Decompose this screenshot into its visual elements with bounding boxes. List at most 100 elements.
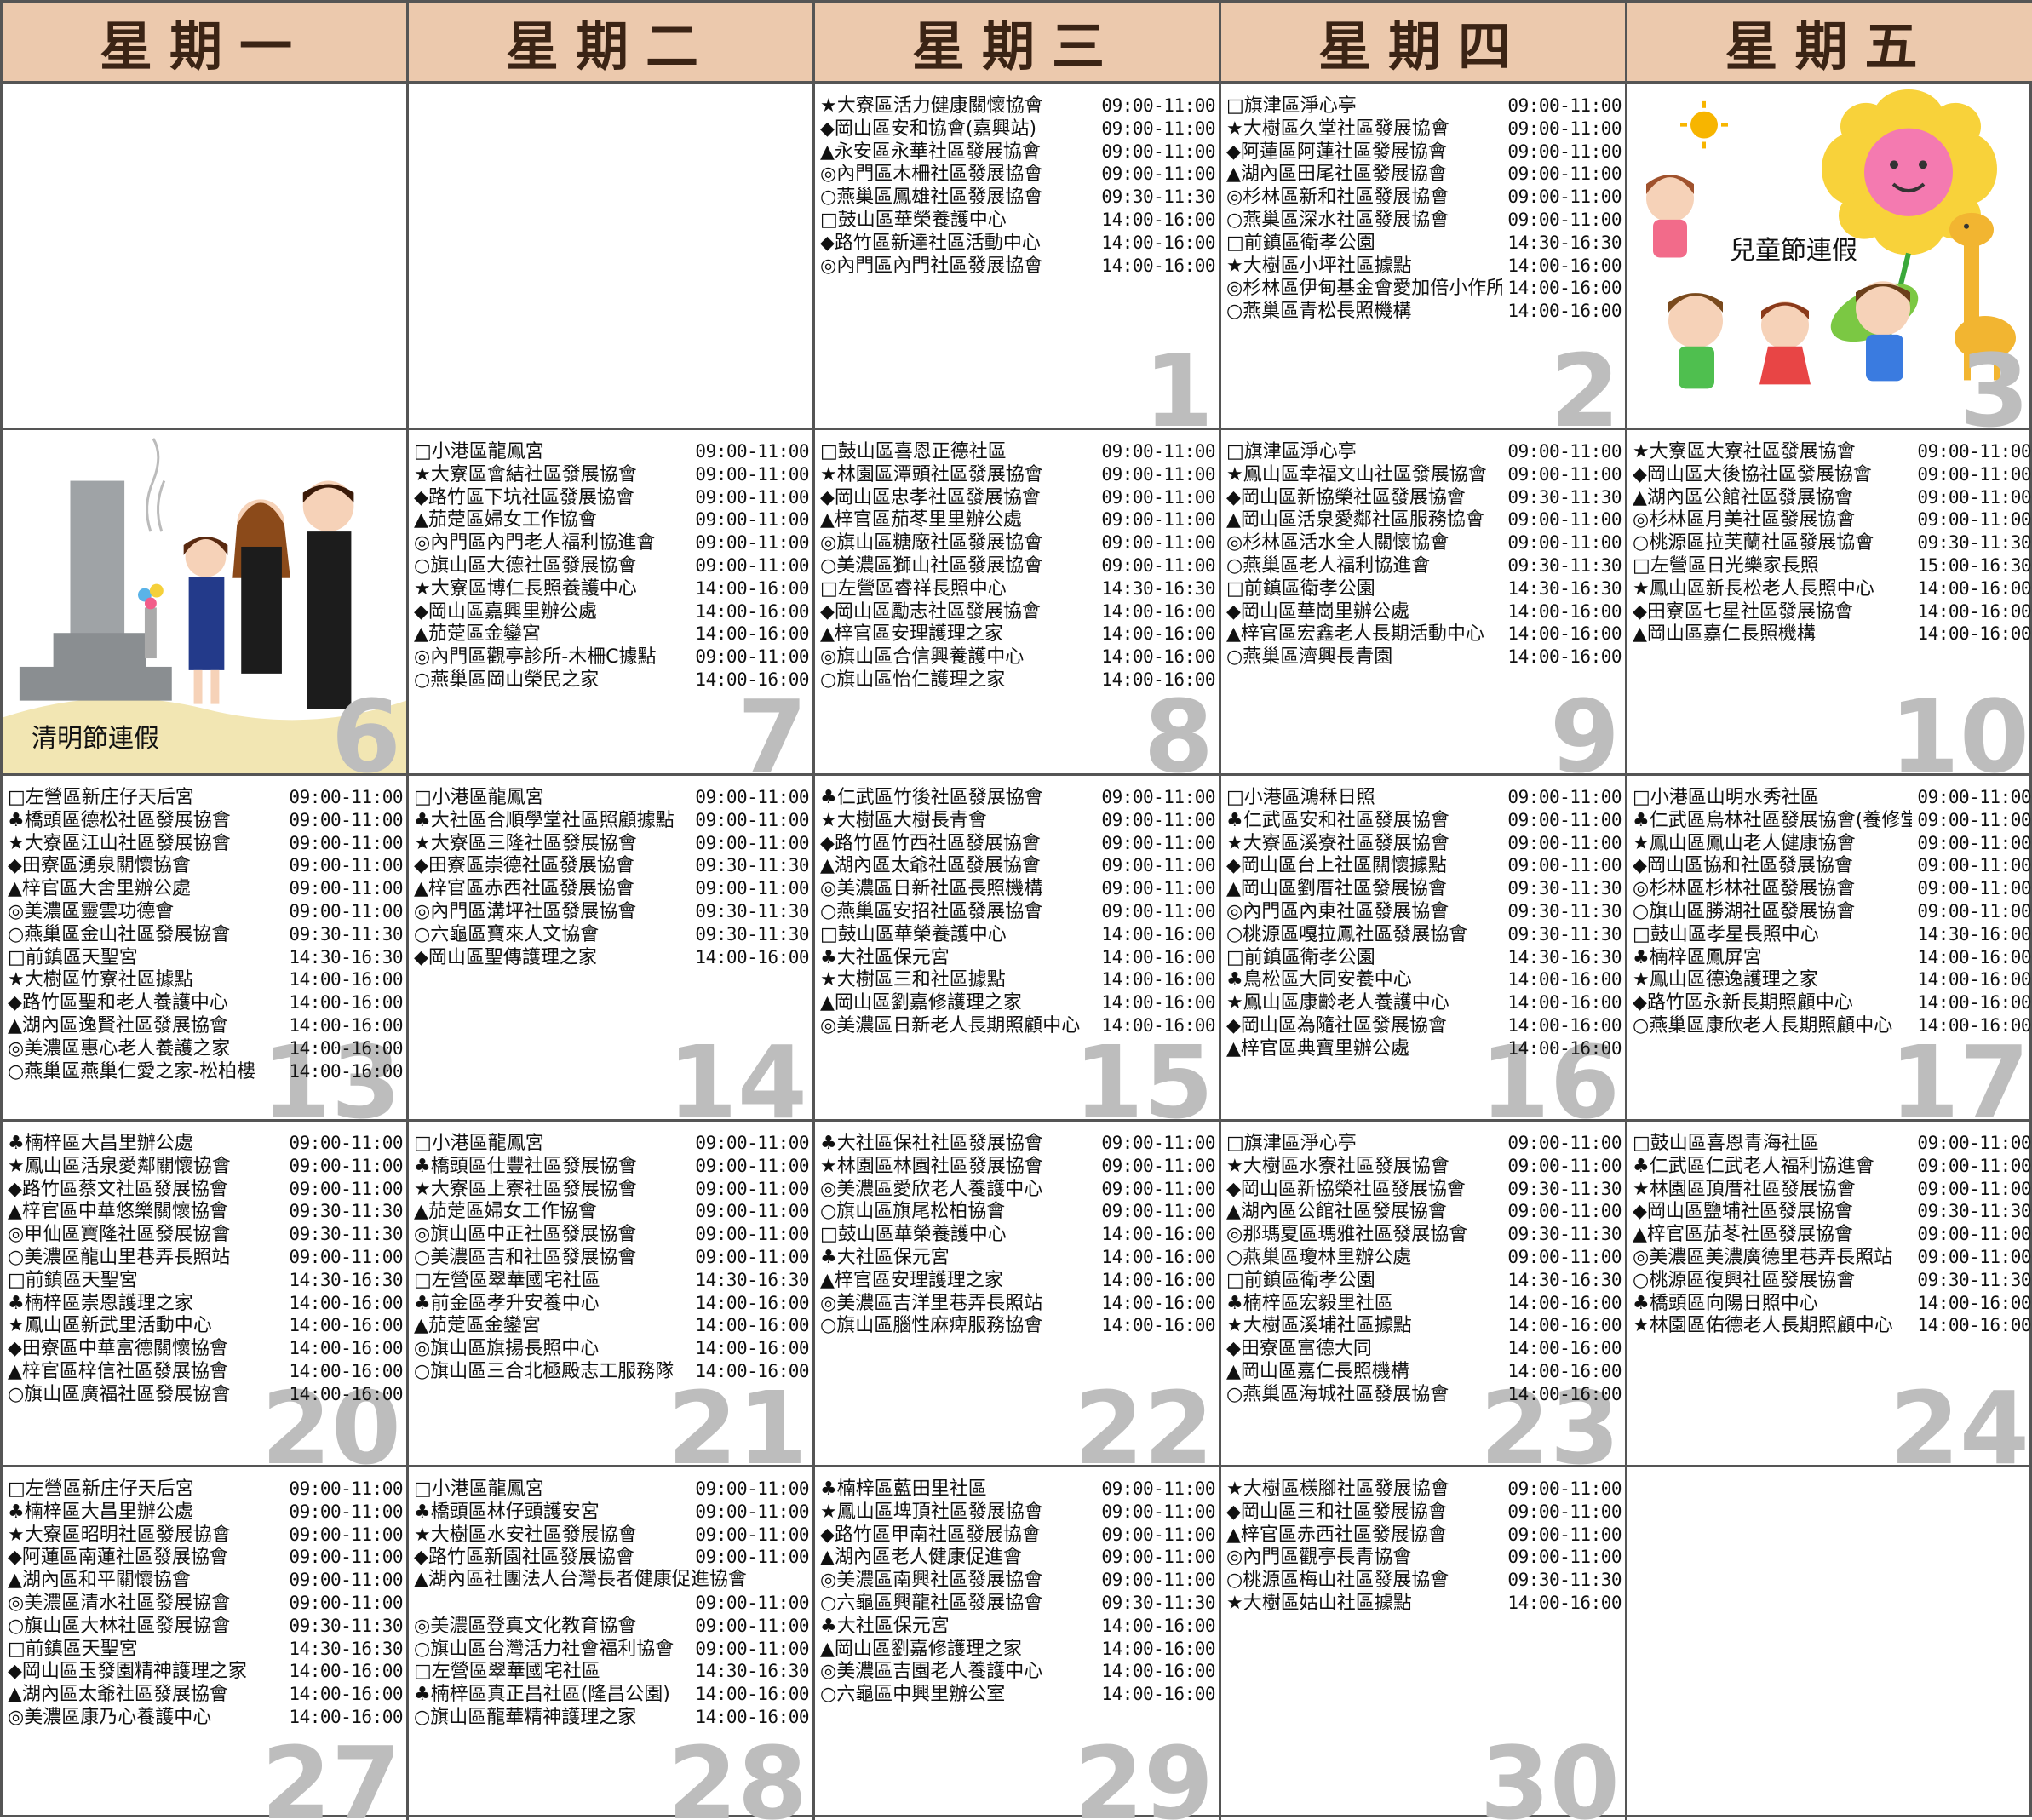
event-time: 09:00-11:00	[1101, 554, 1215, 576]
event-entry: ♣楠梓區真正昌社區(隆昌公園)14:00-16:00	[414, 1683, 809, 1706]
event-location: ★大樹區水安社區發展協會	[414, 1524, 637, 1546]
event-location: ★林園區頂厝社區發展協會	[1633, 1178, 1856, 1200]
weekday-header-mon: 星期一	[3, 3, 409, 84]
event-time: 09:00-11:00	[695, 1133, 809, 1153]
event-entry: ▲湖內區社團法人台灣長者健康促進協會	[414, 1569, 809, 1592]
event-time: 09:00-11:00	[1101, 1201, 1215, 1222]
event-time: 14:00-16:00	[1101, 1315, 1215, 1336]
date-number: 28	[667, 1725, 807, 1820]
event-location: ♣大社區合順學堂社區照顧據點	[414, 809, 674, 831]
event-location: ◎美濃區日新社區長照機構	[820, 878, 1043, 900]
event-time: 09:30-11:30	[289, 1224, 403, 1245]
event-location: ▲湖內區和平關懷協會	[8, 1570, 191, 1592]
event-time: 14:00-16:00	[1101, 1661, 1215, 1682]
event-time: 09:00-11:00	[289, 1524, 403, 1545]
event-location: ◆岡山區鹽埔社區發展協會	[1633, 1201, 1853, 1223]
event-time: 09:00-11:00	[695, 1478, 809, 1499]
event-time: 14:30-16:00	[1917, 923, 2031, 944]
event-location: ◆路竹區甲南社區發展協會	[820, 1524, 1041, 1546]
event-location: ○六龜區中興里辦公室	[820, 1684, 1006, 1706]
event-location: ◆路竹區新園社區發展協會	[414, 1547, 634, 1569]
event-entry: 09:00-11:00	[414, 1592, 809, 1615]
event-location: □旗津區淨心亭	[1226, 441, 1357, 462]
event-location: ◎杉林區月美社區發展協會	[1633, 509, 1856, 531]
date-number: 10	[1889, 678, 2029, 776]
event-location: ★大寮區上寮社區發展協會	[414, 1178, 637, 1200]
event-time: 09:00-11:00	[695, 486, 809, 508]
event-location: ◆路竹區永新長期照顧中心	[1633, 992, 1853, 1014]
event-time: 14:00-16:00	[1507, 1360, 1622, 1381]
event-time: 14:30-16:30	[1507, 1269, 1622, 1290]
event-location: ▲茄萣區婦女工作協會	[414, 1201, 597, 1223]
day-cell-empty	[1627, 1467, 2032, 1820]
event-time: 09:00-11:00	[695, 441, 809, 462]
event-time: 09:00-11:00	[1507, 463, 1622, 485]
event-location: ★大寮區大寮社區發展協會	[1633, 441, 1856, 462]
event-location: ▲梓官區中華悠樂關懷協會	[8, 1201, 228, 1223]
event-location: □左營區新庄仔天后宮	[8, 1478, 194, 1500]
event-location: □小港區龍鳳宮	[414, 787, 544, 808]
event-location: ◎美濃區吉洋里巷弄長照站	[820, 1292, 1043, 1314]
event-location: ♣楠梓區宏毅里社區	[1226, 1292, 1393, 1314]
event-time: 14:00-16:00	[695, 577, 809, 599]
event-location: ◎杉林區新和社區發展協會	[1226, 187, 1449, 209]
event-time: 09:00-11:00	[1917, 1178, 2031, 1199]
event-time: 09:30-11:30	[1917, 1201, 2031, 1222]
event-location: ○旗山區大林社區發展協會	[8, 1615, 231, 1637]
event-time: 14:00-16:00	[1101, 1684, 1215, 1705]
event-time: 09:00-11:00	[1101, 787, 1215, 807]
event-location: ◎內門區內門社區發展協會	[820, 255, 1043, 277]
event-time: 14:00-16:00	[1507, 255, 1622, 276]
event-location: ★大寮區會結社區發展協會	[414, 463, 637, 485]
event-time: 09:00-11:00	[1917, 1155, 2031, 1176]
event-location: ▲茄萣區金鑾宮	[414, 623, 541, 646]
event-time: 14:30-16:30	[289, 1638, 403, 1659]
event-location: ◎美濃區南興社區發展協會	[820, 1570, 1043, 1592]
event-time: 14:00-16:00	[695, 1338, 809, 1359]
event-location: ♣橋頭區仕豐社區發展協會	[414, 1155, 637, 1177]
event-location: ♣大社區保社社區發展協會	[820, 1133, 1043, 1154]
event-location: ★大樹區竹寮社區據點	[8, 969, 193, 991]
event-location: ◎美濃區吉園老人養護中心	[820, 1661, 1043, 1683]
event-time: 09:00-11:00	[1507, 1246, 1622, 1267]
event-location: ◆岡山區嘉興里辦公處	[414, 600, 597, 623]
event-location: ▲梓官區赤西社區發展協會	[414, 878, 634, 900]
giraffe-icon	[1949, 212, 2016, 381]
event-time: 14:30-16:30	[289, 1269, 403, 1290]
event-time: 09:00-11:00	[289, 1501, 403, 1522]
event-location: ○旗山區怡仁護理之家	[820, 669, 1006, 691]
event-time: 14:00-16:00	[1101, 600, 1215, 622]
event-location: ◆路竹區聖和老人養護中心	[8, 992, 228, 1014]
date-number: 6	[330, 678, 401, 776]
